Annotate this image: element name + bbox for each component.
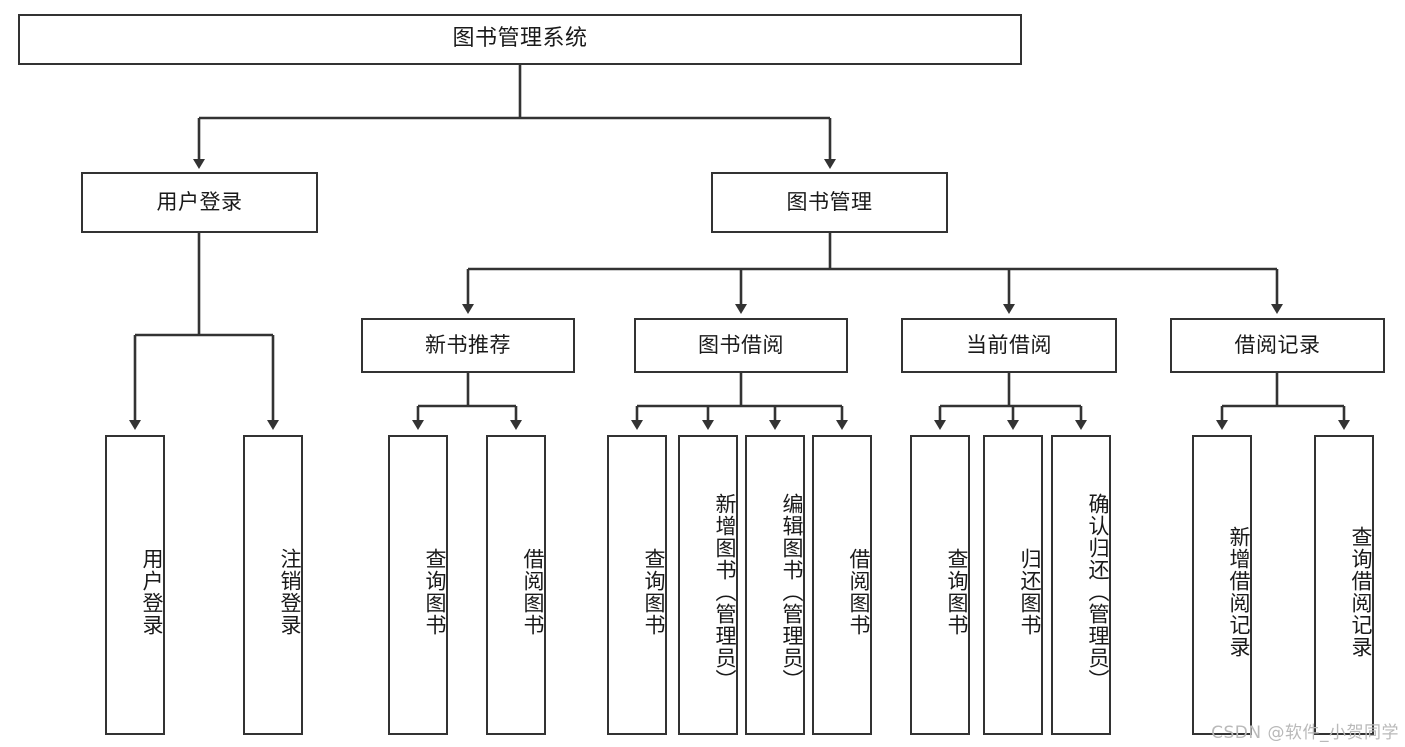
node-leaf-borrow-book[interactable]: 借阅图书 — [812, 435, 872, 735]
node-borrow-record[interactable]: 借阅记录 — [1170, 318, 1385, 373]
node-leaf-add-book-admin[interactable]: 新增图书（管理员） — [678, 435, 738, 735]
node-leaf-query-book-borrow[interactable]: 查询图书 — [607, 435, 667, 735]
node-leaf-confirm-return-admin[interactable]: 确认归还（管理员） — [1051, 435, 1111, 735]
node-leaf-query-book-borrow-label: 查询图书 — [642, 548, 666, 636]
node-borrow-record-label: 借阅记录 — [1234, 332, 1321, 357]
node-leaf-query-book-current-label: 查询图书 — [945, 548, 969, 636]
node-leaf-add-borrow-record-label: 新增借阅记录 — [1227, 526, 1251, 658]
node-leaf-query-book-recommend[interactable]: 查询图书 — [388, 435, 448, 735]
node-leaf-return-book-label: 归还图书 — [1018, 548, 1042, 636]
node-new-book-recommend-label: 新书推荐 — [425, 332, 511, 357]
node-leaf-borrow-book-recommend[interactable]: 借阅图书 — [486, 435, 546, 735]
node-leaf-user-login-label: 用户登录 — [140, 548, 164, 636]
node-user-login[interactable]: 用户登录 — [81, 172, 318, 233]
node-current-borrow-label: 当前借阅 — [966, 332, 1052, 357]
node-current-borrow[interactable]: 当前借阅 — [901, 318, 1117, 373]
node-user-login-label: 用户登录 — [156, 189, 243, 214]
node-root-label: 图书管理系统 — [452, 26, 588, 52]
node-leaf-add-book-admin-label: 新增图书（管理员） — [713, 493, 737, 691]
node-leaf-query-borrow-record[interactable]: 查询借阅记录 — [1314, 435, 1374, 735]
node-leaf-query-book-recommend-label: 查询图书 — [423, 548, 447, 636]
node-book-management-label: 图书管理 — [786, 189, 873, 214]
node-leaf-edit-book-admin[interactable]: 编辑图书（管理员） — [745, 435, 805, 735]
node-leaf-return-book[interactable]: 归还图书 — [983, 435, 1043, 735]
node-leaf-add-borrow-record[interactable]: 新增借阅记录 — [1192, 435, 1252, 735]
node-book-borrow-label: 图书借阅 — [698, 332, 784, 357]
csdn-watermark: CSDN @软件_小贺同学 — [1211, 723, 1399, 743]
node-leaf-borrow-book-recommend-label: 借阅图书 — [521, 548, 545, 636]
node-leaf-edit-book-admin-label: 编辑图书（管理员） — [780, 493, 804, 691]
node-new-book-recommend[interactable]: 新书推荐 — [361, 318, 575, 373]
node-root-book-management-system[interactable]: 图书管理系统 — [18, 14, 1022, 65]
node-book-management[interactable]: 图书管理 — [711, 172, 948, 233]
node-leaf-user-login[interactable]: 用户登录 — [105, 435, 165, 735]
node-book-borrow[interactable]: 图书借阅 — [634, 318, 848, 373]
node-leaf-logout-login[interactable]: 注销登录 — [243, 435, 303, 735]
node-leaf-logout-login-label: 注销登录 — [278, 548, 302, 636]
node-leaf-borrow-book-label: 借阅图书 — [847, 548, 871, 636]
node-leaf-query-book-current[interactable]: 查询图书 — [910, 435, 970, 735]
node-leaf-query-borrow-record-label: 查询借阅记录 — [1349, 526, 1373, 658]
node-leaf-confirm-return-admin-label: 确认归还（管理员） — [1086, 493, 1110, 691]
